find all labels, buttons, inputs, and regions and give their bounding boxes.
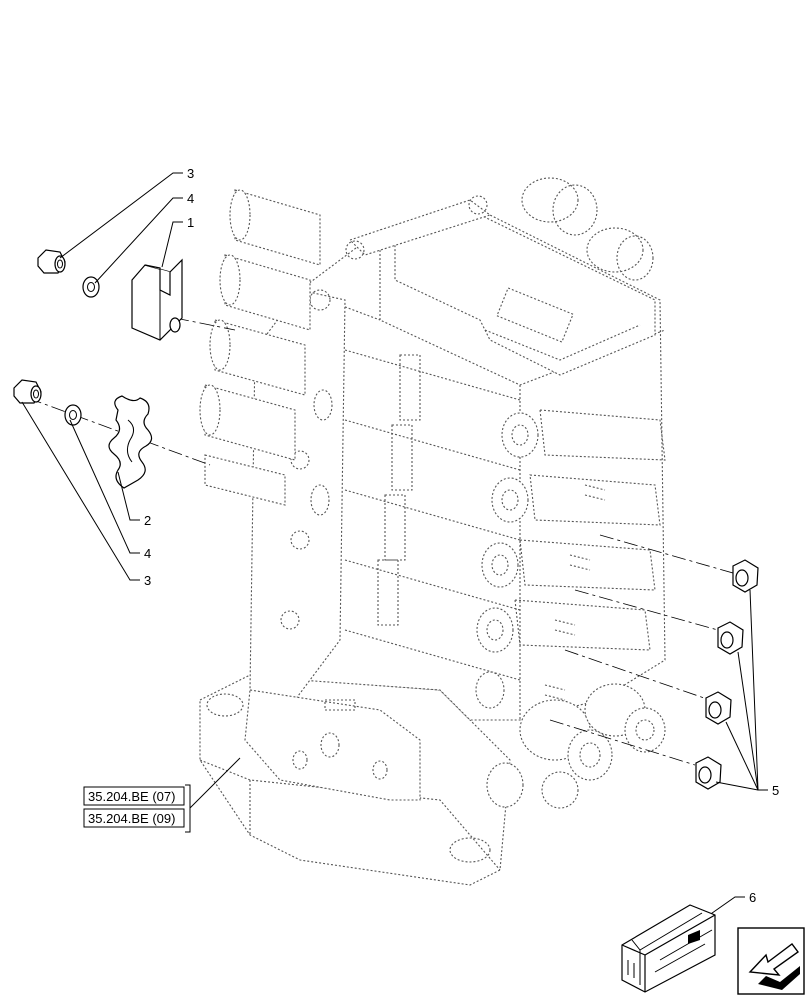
spacer-1 xyxy=(732,559,759,593)
pipe-clamp xyxy=(108,395,153,489)
callout-3-top: 3 xyxy=(187,166,194,181)
valve-block-assembly xyxy=(199,177,666,886)
washer-bottom xyxy=(64,404,82,426)
reference-boxes: 35.204.BE (07) 35.204.BE (09) xyxy=(83,786,185,828)
assembly-axes xyxy=(27,317,741,766)
callout-labels: 3 4 1 2 4 3 5 6 xyxy=(144,166,779,905)
washer-top xyxy=(82,276,100,298)
arrow-navigation-icon[interactable] xyxy=(737,927,805,995)
hex-nut-top xyxy=(37,249,66,274)
left-solenoids xyxy=(199,189,321,506)
leader-lines xyxy=(21,172,768,919)
reference-link-1[interactable]: 35.204.BE (07) xyxy=(88,789,175,804)
reference-link-2[interactable]: 35.204.BE (09) xyxy=(88,811,175,826)
hex-nut-bottom xyxy=(13,379,42,404)
callout-5: 5 xyxy=(772,783,779,798)
spacer-2 xyxy=(717,621,744,655)
spacer-3 xyxy=(705,691,732,725)
callout-4-top: 4 xyxy=(187,191,194,206)
spool-sections xyxy=(344,349,521,681)
bottom-solenoids xyxy=(486,683,666,809)
callout-4-bottom: 4 xyxy=(144,546,151,561)
right-valve-sections xyxy=(475,409,666,709)
callout-6: 6 xyxy=(749,890,756,905)
bracket-block xyxy=(131,258,183,341)
callout-1: 1 xyxy=(187,215,194,230)
callout-3-bottom: 3 xyxy=(144,573,151,588)
callout-2: 2 xyxy=(144,513,151,528)
spacer-4 xyxy=(695,756,722,790)
kit-box-icon xyxy=(621,904,716,993)
